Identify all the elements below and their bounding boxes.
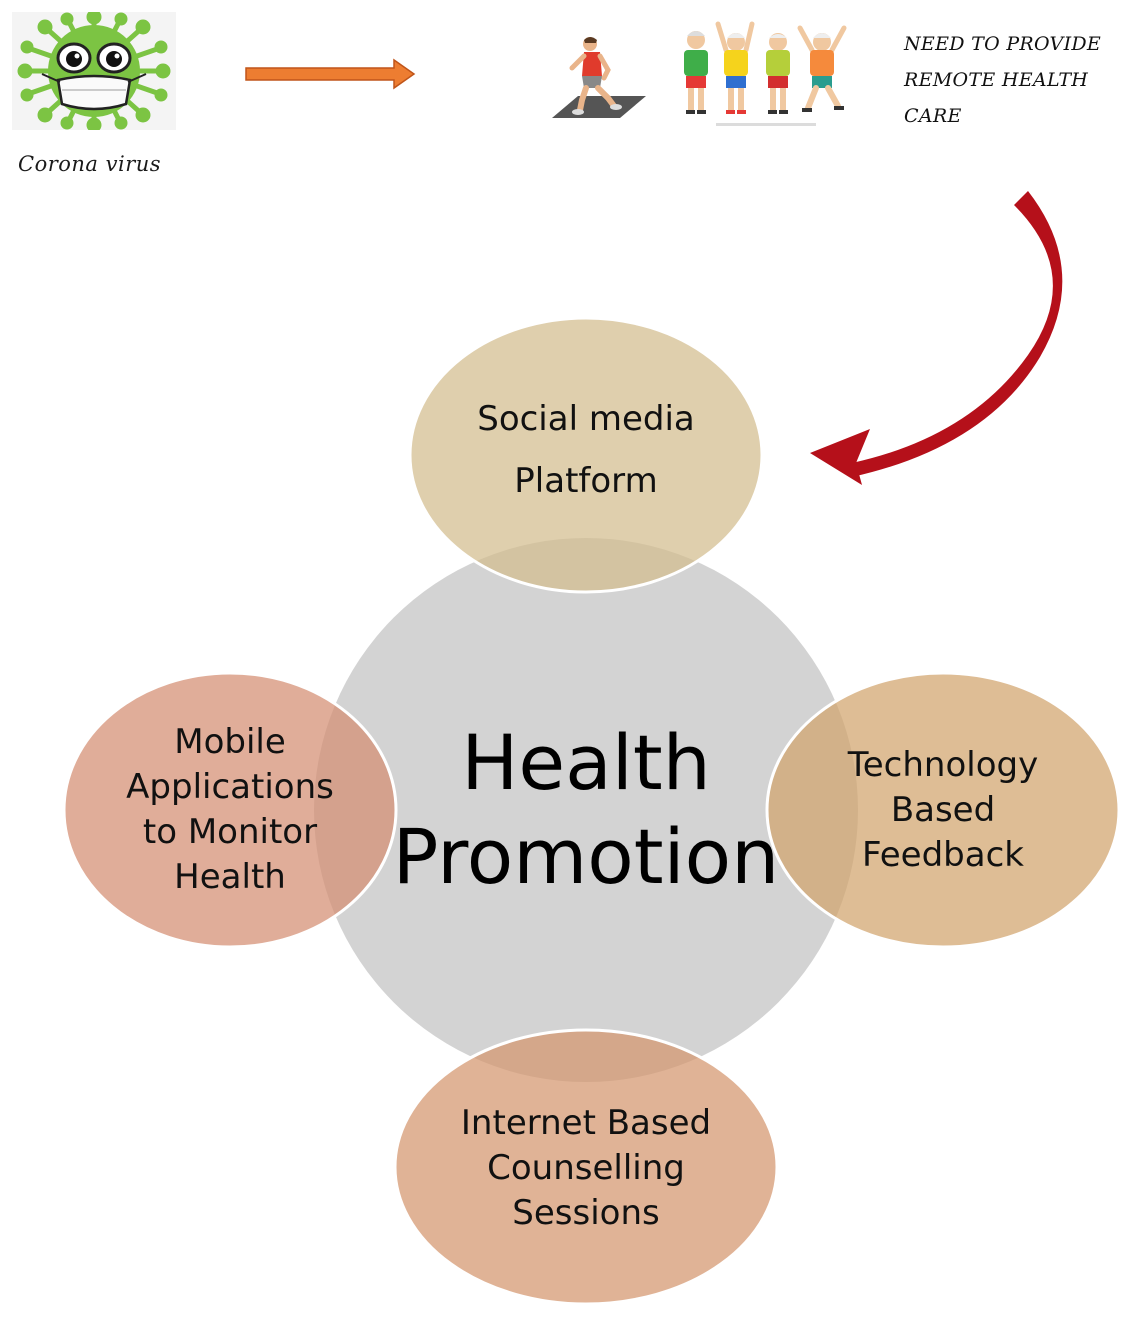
node-bottom-label: Internet Based Counselling Sessions: [426, 1098, 746, 1238]
node-left-line-3: to Monitor: [142, 812, 318, 852]
node-right-ellipse: [765, 671, 1121, 949]
node-top-ellipse: [408, 316, 764, 594]
need-line-2: REMOTE HEALTH: [904, 69, 1089, 91]
node-top-label: Social media Platform: [436, 380, 736, 520]
virus-caption: Corona virus: [18, 152, 162, 176]
node-right-label: Technology Based Feedback: [808, 740, 1078, 880]
center-circle: [314, 538, 858, 1082]
node-bottom-line-2: Counselling: [487, 1147, 685, 1188]
red-curved-arrow: [810, 191, 1063, 485]
need-line-1: NEED TO PROVIDE: [904, 33, 1102, 55]
center-label: Health Promotion: [386, 710, 786, 910]
center-line-2: Promotion: [392, 812, 780, 901]
orange-right-arrow: [245, 58, 416, 90]
node-left-ellipse: [62, 671, 398, 949]
runner-icon: [552, 37, 646, 118]
node-bottom-ellipse: [393, 1028, 779, 1306]
need-line-3: CARE: [904, 105, 962, 127]
node-bottom-line-3: Sessions: [512, 1192, 660, 1233]
node-right-line-2: Based: [890, 789, 996, 830]
center-line-1: Health: [461, 718, 711, 807]
node-top-line-1: Social media: [477, 399, 695, 439]
node-right-line-3: Feedback: [862, 834, 1024, 875]
node-left-line-2: Applications: [126, 767, 334, 807]
node-left-label: Mobile Applications to Monitor Health: [84, 718, 376, 902]
node-right-line-1: Technology: [847, 744, 1039, 785]
elderly-exercise-icon: [684, 21, 847, 126]
node-left-line-1: Mobile: [174, 722, 286, 762]
node-left-line-4: Health: [174, 857, 286, 897]
node-bottom-line-1: Internet Based: [460, 1102, 712, 1143]
corona-virus-icon: [12, 12, 176, 130]
node-top-line-2: Platform: [514, 461, 658, 501]
need-remote-care-text: NEED TO PROVIDE REMOTE HEALTH CARE: [904, 26, 1136, 134]
